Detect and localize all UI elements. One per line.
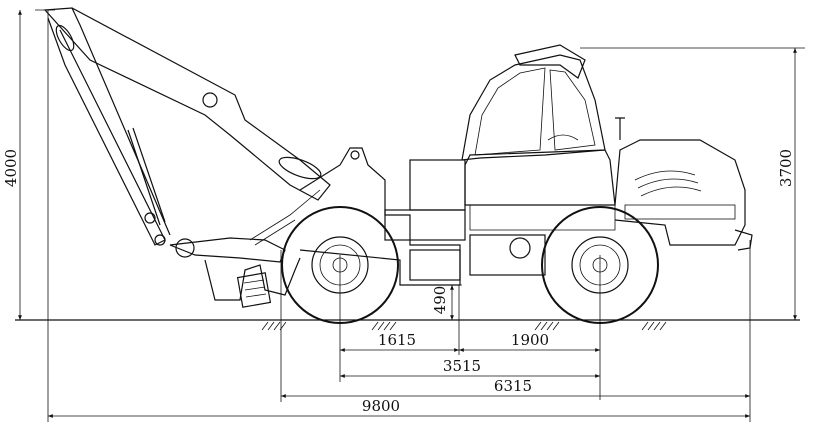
cab [461, 44, 606, 161]
harvester-head [169, 189, 321, 308]
dim-cab-height: 3700 [777, 149, 795, 187]
ground-line [15, 319, 800, 331]
dim-wheelbase: 3515 [443, 357, 481, 375]
extension-lines [35, 9, 805, 422]
dim-rear-axle-to-joint: 1615 [378, 331, 416, 349]
rear-frame [299, 147, 466, 286]
crane-boom [43, 7, 331, 246]
dim-overall-length: 9800 [362, 397, 400, 415]
dim-overall-height: 4000 [2, 149, 20, 187]
dim-ground-clearance: 490 [431, 286, 449, 315]
front-body [464, 117, 753, 276]
dimension-lines [18, 10, 797, 418]
dim-head-to-front-axle: 6315 [494, 377, 532, 395]
dim-joint-to-front-axle: 1900 [511, 331, 549, 349]
